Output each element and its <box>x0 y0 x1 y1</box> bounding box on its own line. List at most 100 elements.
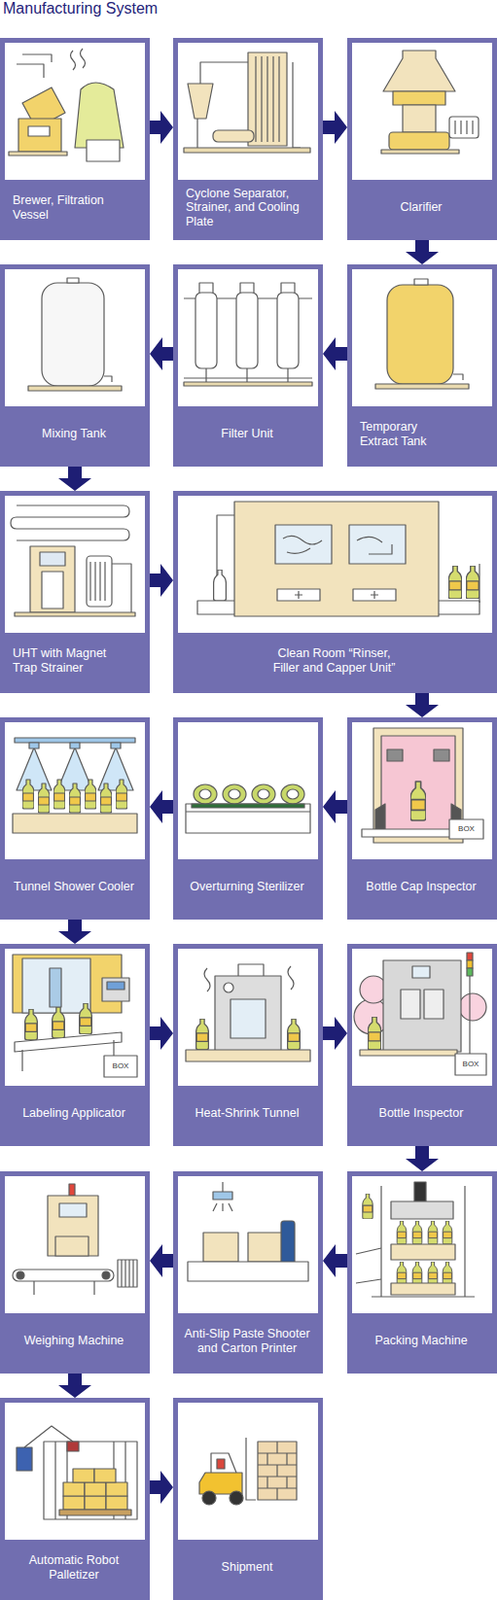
art-rect <box>14 738 136 744</box>
art-path <box>355 1248 382 1284</box>
flow-arrow <box>405 240 439 265</box>
clean-room-figure <box>197 501 480 617</box>
filter-figure <box>183 283 313 387</box>
flow-arrow <box>405 1146 439 1172</box>
art-rect <box>257 1442 297 1501</box>
step-label: Bottle Cap Inspector <box>365 880 476 894</box>
art-path <box>211 1454 237 1474</box>
art-circle <box>229 1491 244 1506</box>
brewer-figure <box>8 48 124 162</box>
art-rect <box>275 525 332 565</box>
art-rect <box>12 1270 114 1282</box>
art-rect <box>67 278 79 284</box>
art-path <box>24 1426 73 1449</box>
tank-figure <box>375 279 469 390</box>
process-card: Weighing Machine <box>0 1171 150 1375</box>
art-path <box>71 48 86 71</box>
art-rect <box>106 1483 128 1497</box>
art-path <box>104 376 112 383</box>
art-use <box>25 1009 38 1041</box>
process-card: Tunnel Shower Cooler <box>0 717 150 921</box>
box-frame: BOX <box>104 1056 138 1078</box>
art-rect <box>248 1233 284 1263</box>
art-rect <box>106 1496 128 1511</box>
art-rect <box>8 151 68 156</box>
label-band: Clarifier <box>352 179 493 236</box>
art-path <box>383 50 456 92</box>
step-label: Labeling Applicator <box>22 1106 126 1121</box>
art-use <box>37 783 50 814</box>
art-rect <box>47 1196 99 1257</box>
art-rect <box>361 829 456 838</box>
art-rect <box>466 953 473 961</box>
art-rect <box>195 292 217 369</box>
art-rect <box>69 1184 75 1197</box>
flow-arrow <box>58 1374 92 1399</box>
flow-arrow <box>58 920 92 945</box>
art-rect <box>236 292 258 369</box>
label-band: Bottle Inspector <box>352 1086 493 1142</box>
art-path <box>187 83 213 119</box>
art-path <box>74 82 124 148</box>
art-rect <box>414 279 428 285</box>
paste-shooter-figure <box>187 1182 309 1282</box>
art-rect <box>185 804 311 834</box>
art-rect <box>183 147 311 153</box>
art-ellipse <box>228 789 241 800</box>
flow-arrow <box>322 790 348 824</box>
art-rect <box>84 1483 107 1497</box>
art-rect <box>387 749 403 762</box>
art-use <box>79 1003 93 1035</box>
art-use <box>196 1019 210 1051</box>
art-use <box>427 1262 438 1286</box>
art-rect <box>389 132 450 150</box>
flow-arrow <box>322 110 348 144</box>
art-rect <box>117 1260 138 1288</box>
art-use <box>448 566 462 600</box>
art-rect <box>55 1237 89 1257</box>
art-rect <box>187 1262 309 1282</box>
art-rect <box>16 1448 33 1472</box>
palletizer-figure <box>16 1426 138 1521</box>
flow-arrow <box>149 1471 174 1505</box>
art-rect <box>70 743 80 749</box>
art-rect <box>414 1182 426 1203</box>
process-card: Anti-Slip Paste Shooter and Carton Print… <box>173 1171 323 1375</box>
art-path <box>200 62 249 84</box>
process-card: Brewer, Filtration Vessel <box>0 37 150 241</box>
art-rect <box>185 1050 311 1063</box>
process-card: Heat-Shrink Tunnel <box>173 944 323 1147</box>
art-rect <box>63 1483 85 1497</box>
art-rect <box>400 990 421 1020</box>
art-ellipse <box>251 784 276 805</box>
label-band: Anti-Slip Paste Shooter and Carton Print… <box>177 1313 319 1370</box>
art-use <box>367 1017 382 1051</box>
label-band: Filter Unit <box>177 406 319 462</box>
art-path <box>283 535 392 555</box>
step-label: UHT with Magnet Trap Strainer <box>12 646 122 675</box>
flow-arrow <box>405 693 439 718</box>
art-rect <box>43 1442 138 1521</box>
step-label: Mixing Tank <box>41 426 107 441</box>
box-label: BOX <box>462 1061 480 1069</box>
flow-arrow <box>58 466 92 492</box>
art-rect <box>41 283 105 387</box>
step-label: Shipment <box>221 1561 274 1575</box>
art-rect <box>383 960 462 1053</box>
art-rect <box>392 91 446 106</box>
art-rect <box>102 978 130 1002</box>
flow-arrow <box>149 110 174 144</box>
process-card: Packing Machine <box>347 1171 497 1375</box>
art-path <box>22 1040 114 1072</box>
art-rect <box>455 1054 487 1076</box>
art-path <box>206 368 288 383</box>
art-rect <box>29 743 39 749</box>
art-rect <box>387 284 454 385</box>
art-ellipse <box>199 789 212 800</box>
flow-arrow <box>149 564 174 598</box>
art-path <box>185 811 311 813</box>
art-use <box>412 1221 423 1245</box>
art-use <box>100 783 112 814</box>
label-band: Mixing Tank <box>4 406 145 462</box>
clarifier-figure <box>381 50 479 154</box>
